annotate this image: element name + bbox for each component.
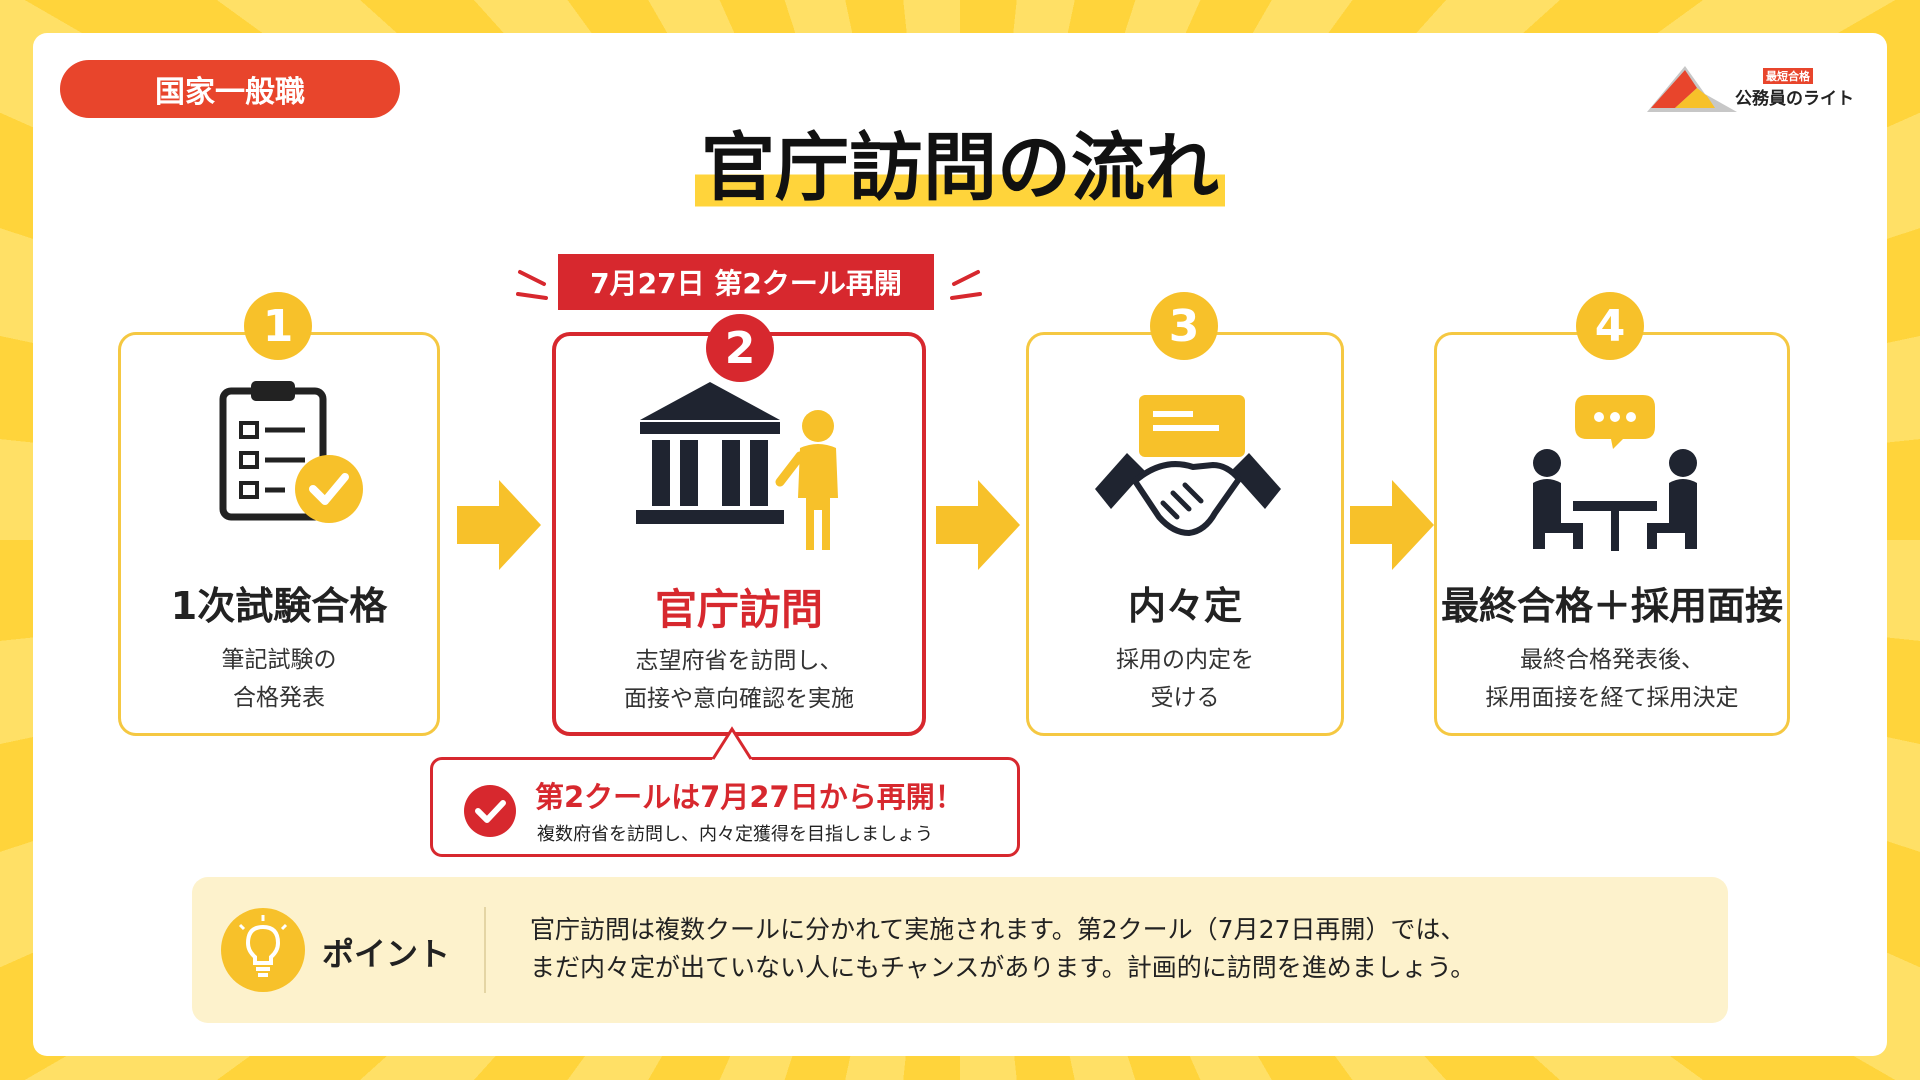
step-card-3: 内々定 採用の内定を受ける xyxy=(1026,332,1344,736)
step-title-4: 最終合格＋採用面接 xyxy=(1440,584,1783,628)
step-number-3: 3 xyxy=(1150,292,1218,360)
step-desc-2: 志望府省を訪問し、面接や意向確認を実施 xyxy=(624,648,854,712)
step-title-1: 1次試験合格 xyxy=(170,584,388,628)
brand-logo: 最短合格 公務員のライト xyxy=(1645,58,1855,118)
checklist-icon xyxy=(219,381,363,523)
point-divider xyxy=(484,907,486,993)
step-number-2: 2 xyxy=(706,314,774,382)
category-badge: 国家一般職 xyxy=(60,60,400,118)
callout-title: 第2クールは7月27日から再開！ xyxy=(535,780,964,814)
spark-right-icon xyxy=(950,270,982,300)
point-label: ポイント xyxy=(322,935,451,973)
step-title-3: 内々定 xyxy=(1127,584,1242,628)
restart-ribbon: 7月27日 第2クール再開 xyxy=(558,254,934,310)
step-card-1: 1次試験合格 筆記試験の合格発表 xyxy=(118,332,440,736)
step-number-1: 1 xyxy=(244,292,312,360)
restart-callout: 第2クールは7月27日から再開！ 複数府省を訪問し、内々定獲得を目指しましょう xyxy=(430,757,1020,857)
arrow-right-icon xyxy=(457,480,541,570)
callout-pointer xyxy=(712,726,752,760)
step-card-2: 官庁訪問 志望府省を訪問し、面接や意向確認を実施 xyxy=(552,332,926,736)
spark-left-icon xyxy=(516,270,548,300)
callout-subtitle: 複数府省を訪問し、内々定獲得を目指しましょう xyxy=(537,824,933,845)
government-building-icon xyxy=(636,382,838,550)
page-title: 官庁訪問の流れ xyxy=(0,108,1920,215)
step-card-4: 最終合格＋採用面接 最終合格発表後、採用面接を経て採用決定 xyxy=(1434,332,1790,736)
point-box: ポイント 官庁訪問は複数クールに分かれて実施されます。第2クール（7月27日再開… xyxy=(192,877,1728,1023)
point-text: 官庁訪問は複数クールに分かれて実施されます。第2クール（7月27日再開）では、 … xyxy=(530,915,1476,982)
interview-icon xyxy=(1533,395,1697,551)
logo-tagline: 最短合格 xyxy=(1763,68,1813,84)
mountain-logo-icon xyxy=(1647,66,1737,112)
arrow-right-icon xyxy=(936,480,1020,570)
lightbulb-icon xyxy=(221,908,305,992)
logo-name: 公務員のライト xyxy=(1735,89,1854,109)
step-desc-3: 採用の内定を受ける xyxy=(1116,647,1254,711)
step-title-2: 官庁訪問 xyxy=(654,585,823,634)
step-desc-1: 筆記試験の合格発表 xyxy=(221,647,337,711)
arrow-right-icon xyxy=(1350,480,1434,570)
handshake-icon xyxy=(1095,395,1281,536)
step-number-4: 4 xyxy=(1576,292,1644,360)
check-circle-icon xyxy=(464,785,516,837)
step-desc-4: 最終合格発表後、採用面接を経て採用決定 xyxy=(1485,647,1739,711)
